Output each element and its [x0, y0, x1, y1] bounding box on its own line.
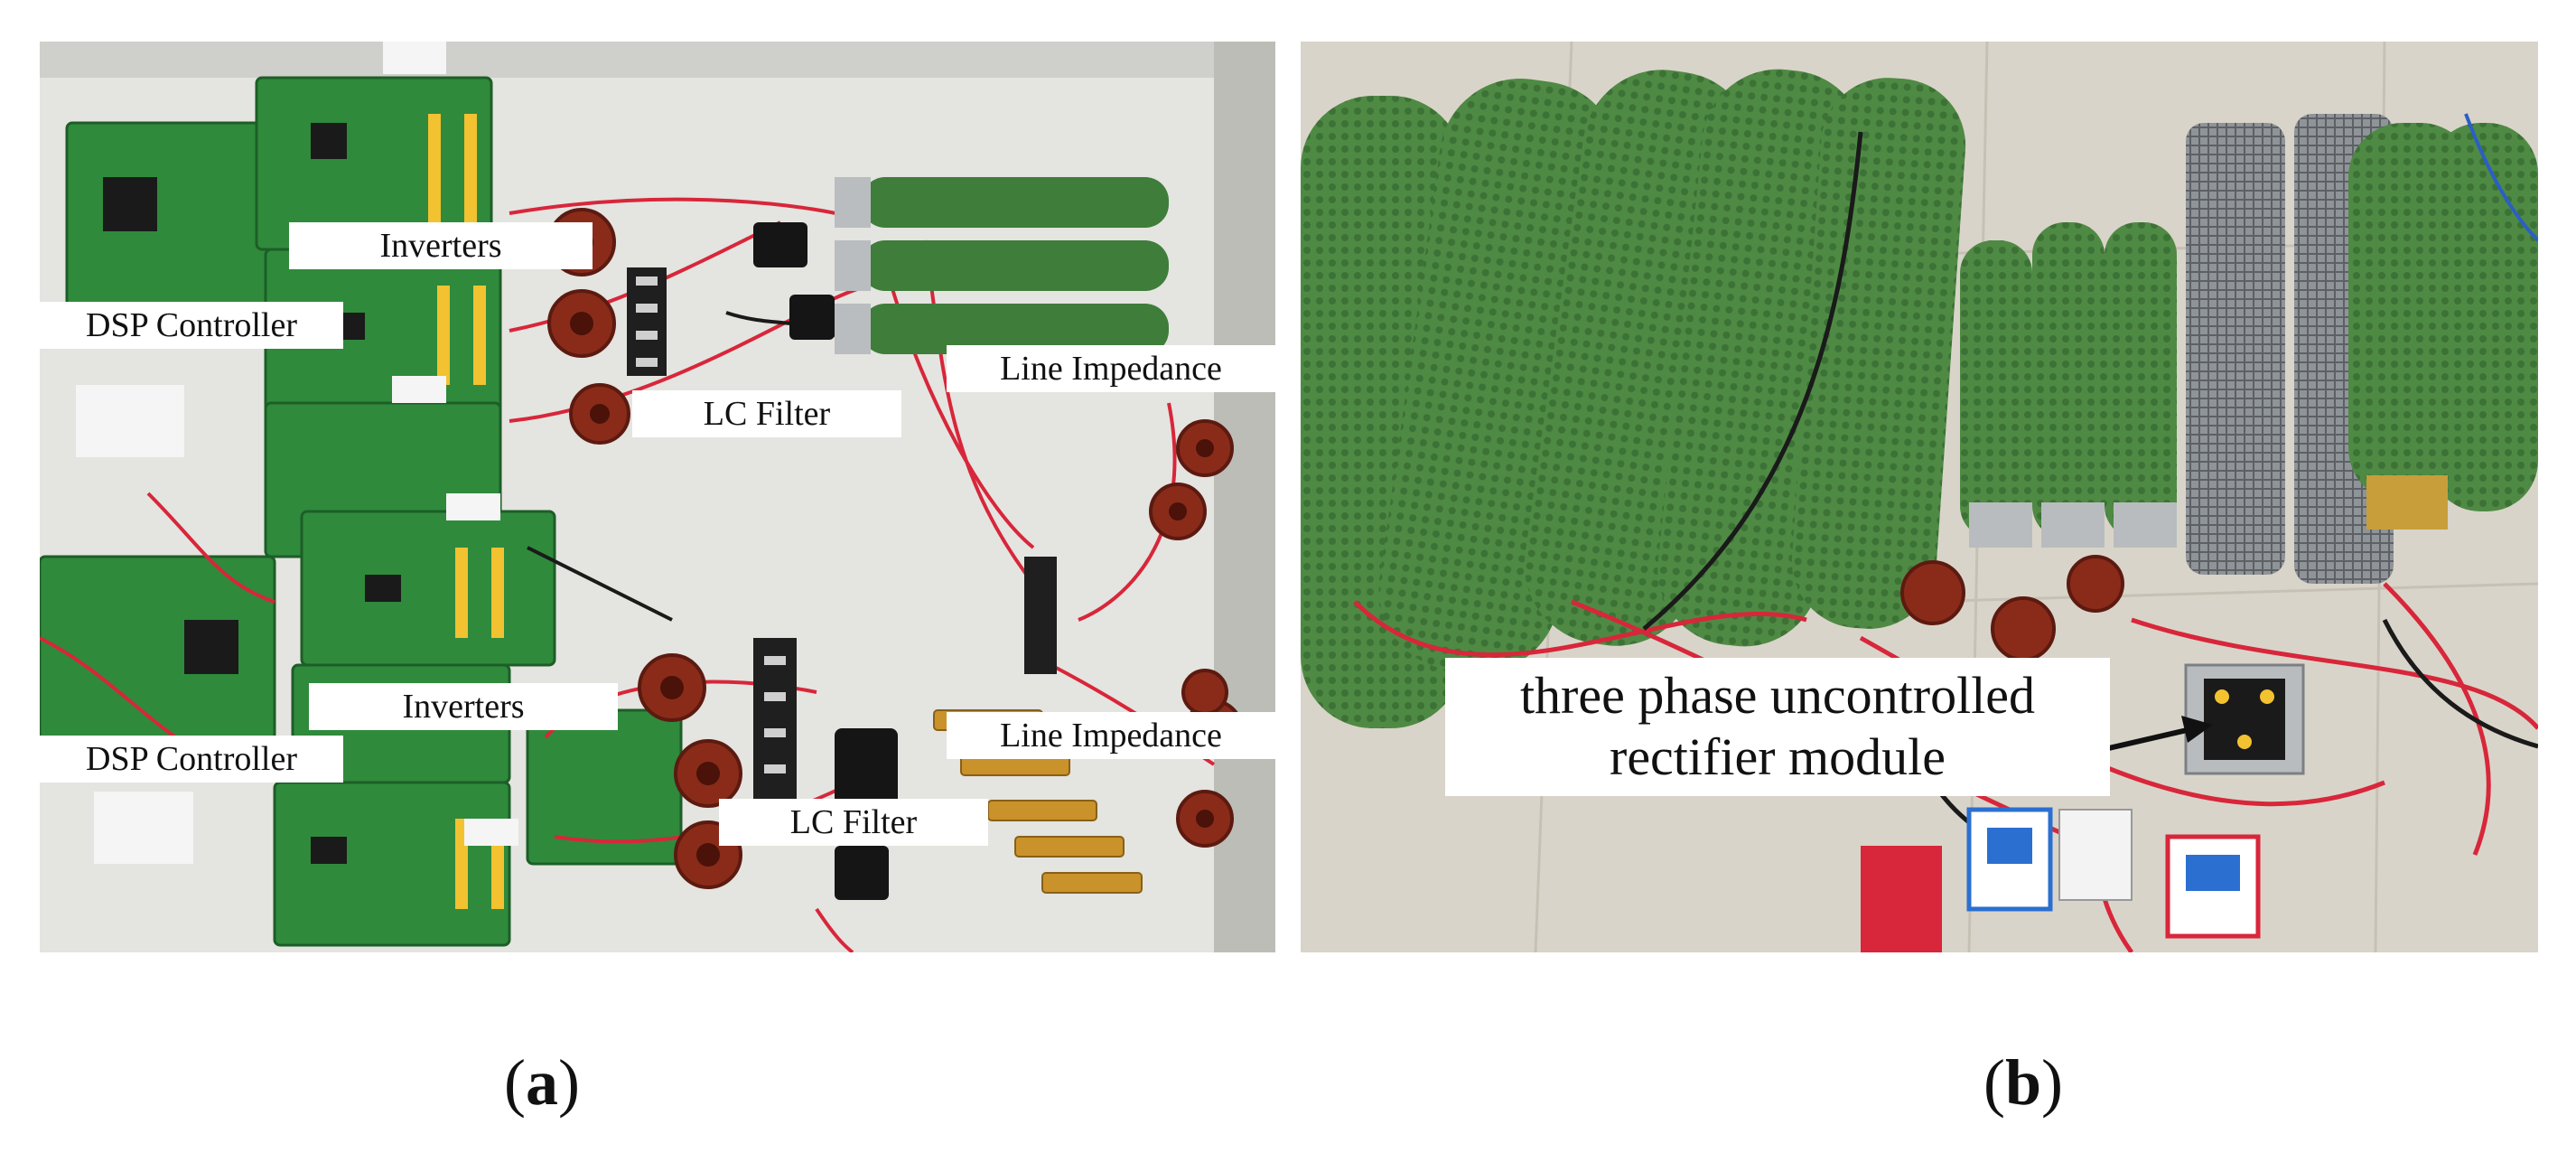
circuit-breakers [1861, 807, 2261, 952]
caption-b-close: ) [2041, 1046, 2064, 1119]
caption-a-open: ( [504, 1046, 526, 1119]
photo-panel-a: Inverters DSP Controller LC Filter Line … [40, 42, 1275, 952]
resistors-a [835, 177, 1169, 354]
caption-b-open: ( [1983, 1046, 2005, 1119]
rectifier-module [2184, 663, 2305, 775]
large-resistors [1301, 69, 1966, 728]
label-inverters-top: Inverters [289, 222, 593, 269]
photo-panel-b: three phase uncontrolled rectifier modul… [1301, 42, 2538, 952]
rectifier-annotation: three phase uncontrolled rectifier modul… [1445, 658, 2110, 796]
caption-b-letter: b [2004, 1046, 2042, 1119]
caption-b: (b) [1983, 1050, 2063, 1115]
label-lc-filter-bottom: LC Filter [719, 799, 988, 846]
label-lc-filter-top: LC Filter [632, 390, 901, 437]
test-bench-photo-a [40, 42, 1275, 952]
label-line-impedance-top: Line Impedance [947, 345, 1275, 392]
small-resistors [1960, 222, 2177, 539]
test-bench-photo-b [1301, 42, 2538, 952]
rectifier-annotation-line2: rectifier module [1610, 727, 1946, 787]
caption-a-letter: a [525, 1046, 558, 1119]
caption-a: (a) [504, 1050, 580, 1115]
rectifier-annotation-line1: three phase uncontrolled [1519, 666, 2036, 725]
caption-a-close: ) [557, 1046, 580, 1119]
label-line-impedance-bottom: Line Impedance [947, 712, 1275, 759]
label-dsp-controller-top: DSP Controller [40, 302, 343, 349]
label-inverters-bottom: Inverters [309, 683, 618, 730]
label-dsp-controller-bottom: DSP Controller [40, 736, 343, 783]
